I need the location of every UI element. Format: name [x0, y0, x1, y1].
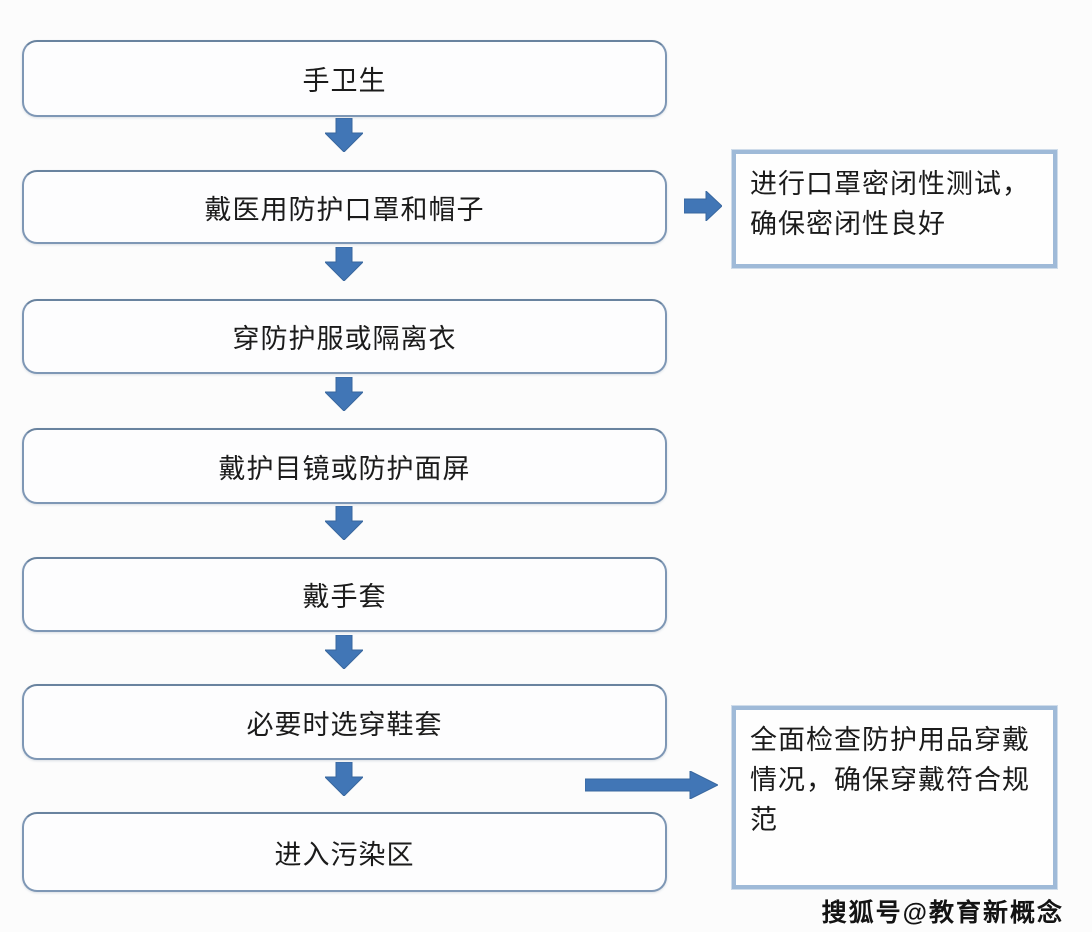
side-note-final-check: 全面检查防护用品穿戴情况，确保穿戴符合规范: [732, 706, 1057, 889]
flow-step-mask-and-cap: 戴医用防护口罩和帽子: [22, 170, 667, 244]
flow-step-label: 戴医用防护口罩和帽子: [204, 194, 485, 225]
flow-step-protective-suit: 穿防护服或隔离衣: [22, 299, 667, 374]
arrow-down-icon: [325, 506, 363, 540]
flow-step-label: 戴手套: [302, 582, 387, 612]
arrow-down-icon: [325, 118, 363, 152]
flow-step-label: 穿防护服或隔离衣: [232, 324, 457, 354]
arrow-down-icon: [325, 377, 363, 411]
flow-step-goggles-face-shield: 戴护目镜或防护面屏: [22, 428, 667, 504]
flow-step-label: 进入污染区: [274, 839, 415, 870]
arrow-right-long-icon: [585, 771, 718, 799]
flow-step-label: 戴护目镜或防护面屏: [218, 453, 471, 484]
arrow-down-icon: [325, 635, 363, 669]
arrow-down-icon: [325, 762, 363, 796]
flow-step-gloves: 戴手套: [22, 557, 667, 632]
flow-step-label: 手卫生: [302, 66, 387, 96]
watermark-text: 搜狐号@教育新概念: [821, 899, 1064, 927]
flow-step-shoe-covers: 必要时选穿鞋套: [22, 684, 667, 760]
arrow-right-icon: [684, 191, 722, 221]
flow-step-enter-contaminated-zone: 进入污染区: [22, 812, 667, 892]
arrow-down-icon: [325, 247, 363, 281]
side-note-label: 全面检查防护用品穿戴情况，确保穿戴符合规范: [750, 725, 1030, 835]
flow-step-label: 必要时选穿鞋套: [246, 709, 443, 740]
side-note-label: 进行口罩密闭性测试，确保密闭性良好: [750, 169, 1030, 239]
flow-step-hand-hygiene: 手卫生: [22, 40, 667, 117]
side-note-mask-seal-test: 进行口罩密闭性测试，确保密闭性良好: [732, 150, 1057, 268]
